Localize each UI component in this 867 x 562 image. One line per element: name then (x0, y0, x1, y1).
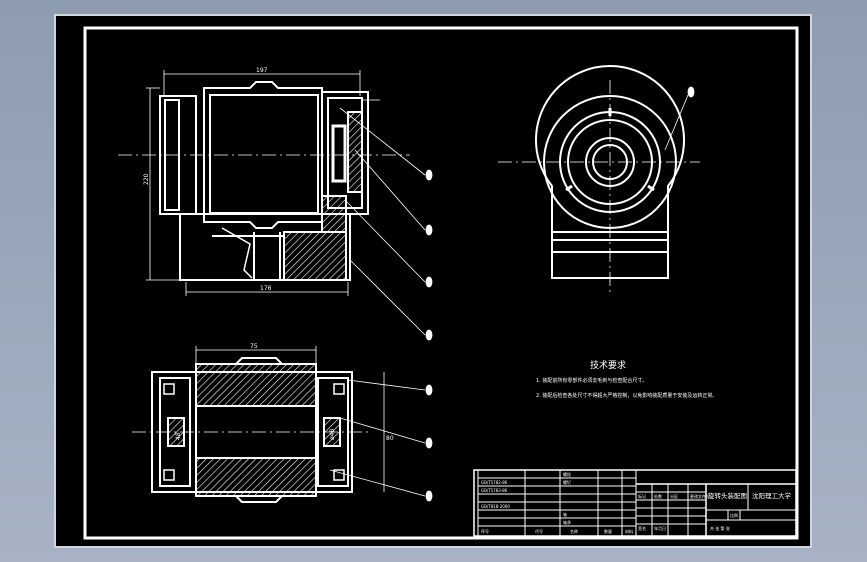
title-block-grid (473, 469, 797, 537)
inner-border (83, 26, 799, 540)
side-view-leader (664, 86, 695, 151)
tb-foot-3: 名称 (570, 528, 578, 534)
tech-req-title: 技术要求 (590, 359, 626, 371)
dim-plan-width: 75 (250, 343, 258, 350)
plan-view-leaders (329, 379, 433, 502)
tech-req-line-1: 1. 装配前所有零部件必须去毛刺与检查配合尺寸。 (536, 377, 647, 384)
dim-bottom-width: 176 (260, 285, 272, 292)
tb-mid-row-1: 螺栓 (563, 471, 571, 477)
dim-left-height: 220 (143, 173, 150, 185)
dim-plan-b: ø48 (329, 429, 336, 440)
tb-school: 沈阳理工大学 (752, 491, 792, 500)
tb-mid-row-7: 轴承 (563, 519, 571, 525)
tb-label-date: 年月日 (654, 525, 666, 531)
side-view (498, 65, 700, 296)
tb-mid-row-8: 轴 (563, 511, 567, 517)
tb-foot-1: 序号 (481, 528, 489, 534)
tb-mid-row-2: 螺钉 (563, 479, 571, 485)
tb-left-row-1: GB/T5782-86 (481, 480, 508, 485)
tb-label-count: 处数 (654, 493, 662, 499)
dim-top-width: 197 (256, 67, 268, 74)
tb-label-mark: 标记 (638, 493, 646, 499)
front-view-dimensions (146, 70, 380, 296)
dim-plan-right: 80 (386, 435, 394, 442)
tb-foot-5: 材料 (625, 528, 633, 534)
tb-label-zone: 分区 (670, 493, 678, 499)
front-view-leaders (339, 107, 433, 341)
tb-left-row-2: GB/T5783-86 (481, 488, 508, 493)
tech-req-line-2: 2. 装配后检查各处尺寸不得超大严格控制，以免影响装配质量于安装及运转正常。 (536, 392, 717, 399)
tb-label-sign: 签名 (638, 525, 646, 531)
dim-plan-a: 48 (175, 432, 182, 440)
front-view (118, 81, 410, 281)
tb-foot-4: 数量 (604, 528, 612, 534)
tb-drawing-name: 旋转头装配图 (708, 491, 747, 500)
tb-foot-2: 代号 (535, 528, 543, 534)
tb-sheet-label: 共 张 第 张 (710, 525, 730, 531)
plan-view (132, 357, 370, 503)
plan-view-dimensions (195, 346, 385, 492)
tb-scale-label: 比例 (730, 512, 738, 518)
title-block-text: GB/T5782-86 GB/T5783-86 GB/T818-2000 螺栓 … (481, 471, 738, 534)
tb-label-file: 更改文件号 (690, 493, 710, 499)
tb-left-row-3: GB/T818-2000 (481, 504, 510, 509)
